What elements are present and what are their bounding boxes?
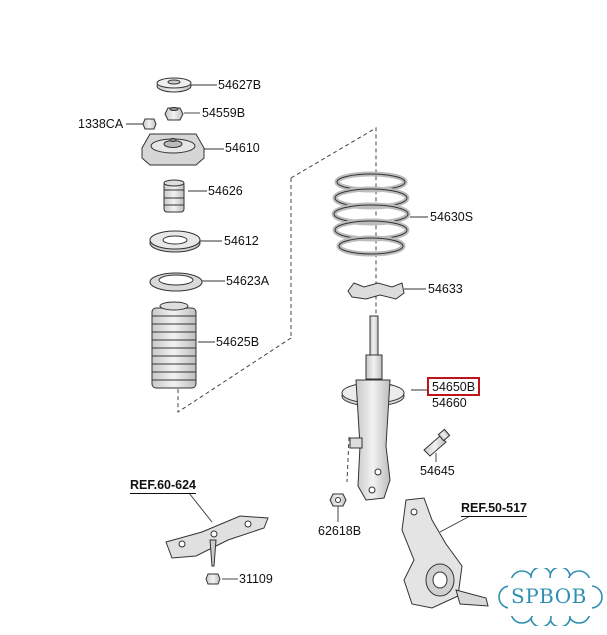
dust-boot-part bbox=[151, 301, 197, 389]
part-label-54633: 54633 bbox=[428, 282, 463, 296]
part-label-62618b: 62618B bbox=[318, 524, 362, 538]
subframe-bracket-part bbox=[165, 515, 269, 567]
part-label-54623a: 54623A bbox=[226, 274, 270, 288]
watermark-text: SPBOB bbox=[511, 584, 587, 608]
part-label-54660: 54660 bbox=[432, 396, 467, 410]
part-label-54650b-highlighted[interactable]: 54650B bbox=[427, 377, 481, 396]
part-label-54559b: 54559B bbox=[202, 106, 246, 120]
part-label-54612: 54612 bbox=[224, 234, 259, 248]
part-label-54626: 54626 bbox=[208, 184, 243, 198]
part-label-54627b: 54627B bbox=[218, 78, 262, 92]
part-label-54630s: 54630S bbox=[430, 210, 474, 224]
reference-label-left[interactable]: REF.60-624 bbox=[130, 478, 197, 494]
strut-mount-part bbox=[141, 133, 205, 166]
watermark-badge bbox=[498, 568, 603, 626]
small-nut-part bbox=[142, 118, 157, 130]
dust-cap-part bbox=[156, 77, 192, 93]
leader-lines bbox=[126, 84, 471, 580]
lock-nut-part bbox=[329, 493, 347, 507]
reference-label-right[interactable]: REF.50-517 bbox=[461, 501, 528, 517]
part-label-54645: 54645 bbox=[420, 464, 455, 478]
assembly-outline bbox=[177, 127, 377, 483]
strut-assembly-part bbox=[341, 315, 405, 501]
part-label-1338ca: 1338CA bbox=[78, 117, 124, 131]
nut-part bbox=[164, 107, 184, 121]
lower-spring-pad-part bbox=[347, 282, 405, 300]
bolt-part bbox=[423, 428, 451, 457]
bearing-part bbox=[149, 230, 201, 253]
part-label-54610: 54610 bbox=[225, 141, 260, 155]
steering-knuckle-part bbox=[401, 497, 489, 609]
bump-stop-part bbox=[163, 179, 185, 213]
part-label-54625b: 54625B bbox=[216, 335, 260, 349]
spring-pad-part bbox=[149, 272, 203, 292]
bracket-nut-part bbox=[205, 573, 221, 585]
coil-spring-part bbox=[331, 171, 411, 257]
part-label-31109: 31109 bbox=[239, 572, 273, 586]
